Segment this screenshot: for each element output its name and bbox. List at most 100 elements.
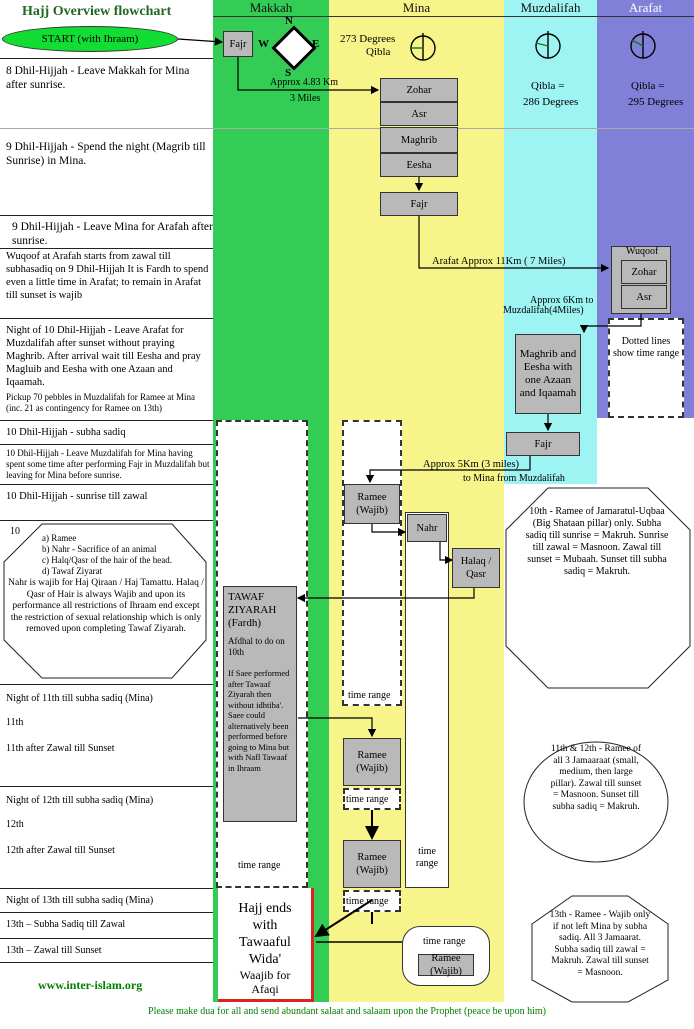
prayer-asr: Asr (380, 102, 458, 126)
column-header-bar (213, 0, 694, 17)
distance-mina-miles: 3 Miles (290, 93, 321, 104)
qibla-muzdalifah: Qibla = (531, 80, 565, 92)
hajj-ends-box (218, 888, 314, 1002)
row-9-night: 9 Dhil-Hijjah - Spend the night (Magrib … (6, 141, 206, 167)
ramee-13-box: AsrRamee (Wajib) (418, 953, 474, 977)
ramee-11-time-range-frame (343, 788, 401, 810)
column-header-mina: Mina (402, 0, 431, 15)
row-divider (0, 938, 213, 939)
qibla-muzdalifah-deg: 286 Degrees (523, 96, 579, 108)
nahr-time-range-frame (405, 512, 449, 888)
row-divider (0, 484, 213, 485)
qibla-arafat-deg: 295 Degrees (628, 96, 684, 108)
row-pebbles: Pickup 70 pebbles in Muzdalifah for Rame… (6, 392, 195, 413)
tawaf-afdhal: Afdhal to do on 10th (228, 636, 285, 657)
ramee-12-time-range: time range (346, 896, 389, 907)
row-11th-zawal: 11th after Zawal till Sunset (6, 743, 115, 754)
row-divider (0, 912, 213, 913)
qibla-mina-word: Qibla (366, 46, 391, 58)
muzdalifah-distance-1: Approx 6Km to (530, 295, 594, 306)
row-13th-subha: 13th – Subha Sadiq till Zawal (6, 919, 126, 930)
list-item: d) Tawaf Ziyarat (42, 566, 103, 576)
row-divider (0, 128, 694, 129)
row-10-body: Nahr is wajib for Haj Qiraan / Haj Tamat… (8, 578, 204, 634)
nahr-time-range: time range (415, 846, 439, 869)
footer-dua: Please make dua for all and send abundan… (148, 1006, 546, 1017)
row-divider (0, 962, 213, 963)
tawaf-saee: If Saee performed after Tawaaf Ziyarah t… (228, 668, 290, 773)
prayer-zohar: Zohar (380, 78, 458, 102)
qibla-compass-icons (410, 31, 656, 61)
qibla-mina-degrees: 273 Degrees (340, 33, 396, 45)
website-link[interactable]: www.inter-islam.org (38, 978, 143, 992)
row-divider (0, 444, 213, 445)
start-node: START (with Ihraam) (2, 26, 178, 52)
row-divider (0, 58, 213, 59)
prayer-fajr-mina: Fajr (380, 192, 458, 216)
nahr-box: Nahr (407, 514, 447, 542)
octagon-ramee-11-12: 11th & 12th - Ramee of all 3 Jamaaraat (… (550, 744, 642, 812)
row-10-leave-muzdalifah: 10 Dhil-Hijjah - Leave Muzdalifah for Mi… (6, 448, 210, 480)
row-divider (0, 248, 213, 249)
row-divider (0, 215, 213, 216)
list-item: a) Ramee (42, 533, 77, 543)
ramee-10-time-range: time range (348, 690, 391, 701)
arafat-asr: Asr (621, 285, 667, 309)
tawaf-ziyarah-box: TAWAF ZIYARAH (Fardh) Afdhal to do on 10… (223, 586, 297, 822)
row-12th: 12th (6, 819, 24, 830)
row-8-dhil-hijjah: 8 Dhil-Hijjah - Leave Makkah for Mina af… (6, 65, 190, 91)
row-10-header: 10 (10, 526, 20, 537)
ramee-10-time-range-frame (342, 420, 402, 706)
hajj-ends-text: Hajj ends with Tawaaful Wida' (238, 901, 292, 967)
row-divider (0, 318, 213, 319)
row-10-subha-sadiq: 10 Dhil-Hijjah - subha sadiq (6, 427, 126, 438)
row-12th-zawal: 12th after Zawal till Sunset (6, 845, 115, 856)
row-10-sunrise: 10 Dhil-Hijjah - sunrise till zawal (6, 491, 148, 502)
row-11th: 11th (6, 717, 24, 728)
ramee-10-box: Ramee (Wajib) (344, 484, 400, 524)
column-header-arafat: Arafat (628, 0, 663, 15)
mina-distance-2: to Mina from Muzdalifah (463, 473, 565, 484)
muzdalifah-fajr-box: Fajr (506, 432, 580, 456)
muzdalifah-distance-2: Muzdalifah(4Miles) (503, 305, 584, 316)
ramee-13-time-range: time range (423, 936, 466, 947)
list-item: c) Halq/Qasr of the hair of the head. (42, 555, 172, 565)
mina-distance-1: Approx 5Km (3 miles) (423, 459, 519, 470)
prayer-eesha: Eesha (380, 153, 458, 177)
tawaf-time-range: time range (238, 860, 281, 871)
row-wuqoof: Wuqoof at Arafah starts from zawal till … (6, 251, 209, 301)
ramee-13-label: Ramee (Wajib) (430, 953, 462, 977)
muzdalifah-prayers-box: Maghrib and Eesha with one Azaan and Iqa… (515, 334, 581, 414)
octagon-ramee-10: 10th - Ramee of Jamaratul-Uqbaa (Big Sha… (525, 506, 669, 577)
octagon-ramee-13: 13th - Ramee - Wajib only if not left Mi… (549, 910, 651, 978)
arafat-zohar: Zohar (621, 260, 667, 284)
column-header-muzdalifah: Muzdalifah (520, 0, 581, 15)
row-night-10: Night of 10 Dhil-Hijjah - Leave Arafat f… (6, 325, 201, 388)
makkah-fajr-box: Fajr (223, 31, 253, 57)
qibla-arafat: Qibla = (631, 80, 665, 92)
row-divider (0, 888, 213, 889)
distance-mina-label: Approx 4.83 Km (270, 77, 339, 88)
row-10-list: a) Ramee b) Nahr - Sacrifice of an anima… (42, 533, 172, 577)
dotted-note: Dotted lines show time range (612, 336, 680, 359)
wuqoof-label: Wuqoof (626, 246, 659, 257)
dotted-note-frame (608, 318, 684, 418)
row-night-11: Night of 11th till subha sadiq (Mina) (6, 693, 153, 704)
ramee-11-time-range: time range (346, 794, 389, 805)
prayer-maghrib: Maghrib (380, 127, 458, 153)
row-night-13: Night of 13th till subha sadiq (Mina) (6, 895, 154, 906)
list-item: b) Nahr - Sacrifice of an animal (42, 544, 157, 554)
page-title: Hajj Overview flowchart (22, 4, 172, 19)
tawaf-title: TAWAF ZIYARAH (Fardh) (228, 591, 277, 629)
compass-icon: N S W E (258, 15, 320, 79)
ramee-12-box: Ramee (Wajib) (343, 840, 401, 888)
row-divider (0, 684, 213, 685)
arafat-distance: Arafat Approx 11Km ( 7 Miles) (432, 256, 566, 267)
row-9-leave-mina: 9 Dhil-Hijjah - Leave Mina for Arafah af… (12, 221, 213, 247)
row-13th-zawal: 13th – Zawal till Sunset (6, 945, 102, 956)
row-divider (0, 520, 213, 521)
row-divider (0, 786, 213, 787)
ramee-11-box: Ramee (Wajib) (343, 738, 401, 786)
